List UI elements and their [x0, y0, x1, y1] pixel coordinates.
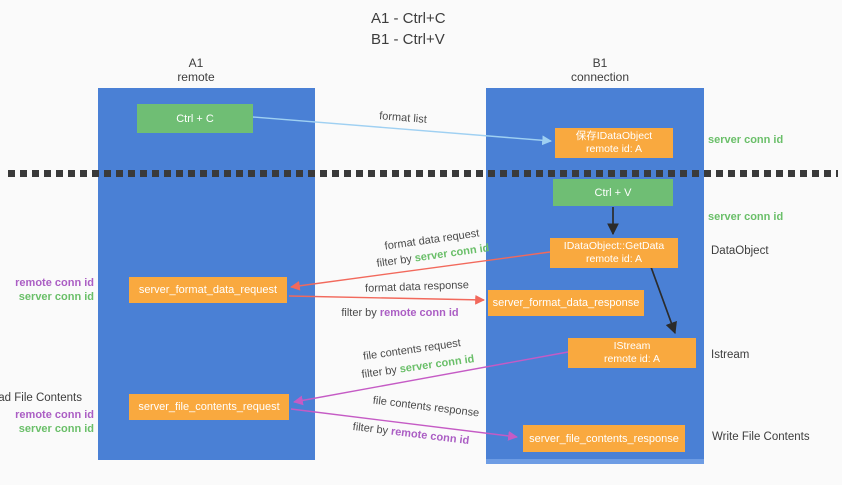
idataobject-getdata-box: IDataObject::GetData remote id: A — [550, 238, 678, 268]
save-idataobject-box: 保存IDataObject remote id: A — [555, 128, 673, 158]
server-file-contents-response-label: server_file_contents_response — [529, 432, 679, 445]
left-conn-id-group-1: remote conn id server conn id — [15, 277, 94, 304]
server-format-data-response-label: server_format_data_response — [492, 297, 640, 309]
column-header-b1: B1 connection — [500, 56, 700, 84]
title-line-2: B1 - Ctrl+V — [371, 31, 445, 48]
getdata-line1: IDataObject::GetData — [563, 240, 665, 252]
filter-by-text-3: filter by — [360, 364, 398, 381]
server-conn-id-label-top: server conn id — [708, 134, 784, 146]
server-conn-id-label-1: server conn id — [18, 290, 94, 303]
server-file-contents-request-label: server_file_contents_request — [138, 401, 280, 413]
remote-conn-id-text-2: remote conn id — [390, 425, 470, 448]
server-conn-id-text-2: server conn id — [398, 353, 476, 376]
remote-conn-id-text-1: remote conn id — [379, 307, 459, 319]
save-idataobject-line2: remote id: A — [585, 143, 643, 155]
diagram-title: A1 - Ctrl+C B1 - Ctrl+V — [371, 8, 446, 50]
ctrl-v-label: Ctrl + V — [594, 186, 632, 199]
column-a1-name: A1 — [188, 56, 204, 70]
server-format-data-request-label: server_format_data_request — [138, 284, 278, 296]
column-b1-name: B1 — [592, 56, 608, 70]
server-format-data-response-box: server_format_data_response — [488, 290, 644, 316]
format-list-annotation: format list — [378, 110, 428, 126]
filter-by-text-4: filter by — [352, 420, 389, 438]
filter-by-text-1: filter by — [375, 253, 413, 270]
write-file-contents-label: Write File Contents — [712, 431, 810, 443]
filter-by-text-2: filter by — [341, 307, 377, 319]
column-b1-subtitle: connection — [570, 70, 630, 84]
column-header-a1: A1 remote — [96, 56, 296, 84]
istream-line2: remote id: A — [603, 353, 661, 365]
ctrl-c-label: Ctrl + C — [176, 112, 214, 125]
file-contents-response-annotation: file contents response — [372, 394, 480, 420]
read-file-contents-label: Read File Contents — [0, 392, 82, 404]
server-file-contents-response-box: server_file_contents_response — [523, 425, 685, 452]
format-data-response-arrow — [288, 294, 485, 305]
server-format-data-request-box: server_format_data_request — [129, 277, 287, 303]
left-conn-id-group-2: remote conn id server conn id — [15, 409, 94, 436]
dataobject-label: DataObject — [711, 245, 769, 257]
save-idataobject-line1: 保存IDataObject — [575, 130, 653, 142]
istream-box: IStream remote id: A — [568, 338, 696, 368]
remote-conn-id-label-1: remote conn id — [15, 277, 94, 289]
remote-conn-id-label-2: remote conn id — [15, 409, 94, 421]
format-data-response-annotation: format data response — [364, 279, 470, 295]
istream-line1: IStream — [613, 340, 651, 352]
column-b1-bottom-edge — [486, 459, 704, 464]
getdata-line2: remote id: A — [585, 253, 643, 265]
server-conn-id-label-mid: server conn id — [708, 211, 784, 223]
dashed-separator-line — [8, 170, 838, 177]
ctrl-v-button: Ctrl + V — [553, 179, 673, 206]
istream-side-label: Istream — [711, 349, 750, 361]
server-file-contents-request-box: server_file_contents_request — [129, 394, 289, 420]
title-line-1: A1 - Ctrl+C — [371, 10, 446, 27]
ctrl-c-button: Ctrl + C — [137, 104, 253, 133]
server-conn-id-label-2: server conn id — [18, 422, 94, 435]
column-a1-subtitle: remote — [177, 70, 215, 84]
